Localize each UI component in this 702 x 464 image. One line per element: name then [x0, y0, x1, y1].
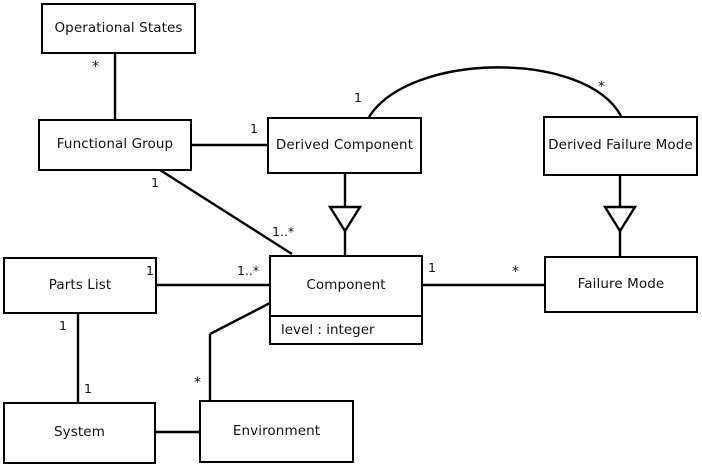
class-name-operational-states: Operational States: [54, 19, 183, 36]
multiplicity-operational-states-functional-group: *: [92, 59, 99, 75]
multiplicity-system-top: 1: [84, 381, 92, 396]
multiplicity-derived-failure-mode-arc: *: [598, 79, 605, 95]
multiplicity-parts-list-right: 1: [146, 263, 154, 278]
class-component[interactable]: Component level : integer: [269, 255, 423, 345]
class-system[interactable]: System: [3, 402, 156, 464]
class-functional-group[interactable]: Functional Group: [38, 119, 192, 171]
class-environment[interactable]: Environment: [199, 400, 354, 463]
multiplicity-functional-group-derived-component: 1: [250, 121, 258, 136]
class-name-component: Component: [306, 277, 386, 294]
class-attribute-component-level: level : integer: [271, 315, 421, 343]
class-name-parts-list: Parts List: [48, 276, 112, 293]
multiplicity-component-left: 1..*: [237, 263, 260, 278]
multiplicity-parts-list-bottom: 1: [59, 318, 67, 333]
class-name-functional-group: Functional Group: [56, 136, 174, 153]
class-name-environment: Environment: [232, 422, 321, 439]
edge-environment-component-diagonal: [209, 301, 271, 336]
class-operational-states[interactable]: Operational States: [41, 3, 196, 54]
multiplicity-environment-component: *: [194, 375, 201, 391]
class-name-derived-failure-mode: Derived Failure Mode: [548, 137, 693, 154]
multiplicity-functional-group-component: 1: [151, 175, 159, 190]
generalization-triangle-failure-mode: [602, 205, 638, 234]
multiplicity-component-functional-group: 1..*: [272, 224, 295, 239]
generalization-triangle-component: [327, 205, 363, 234]
multiplicity-component-right: 1: [428, 260, 436, 275]
edge-functional-group-component: [159, 168, 293, 256]
multiplicity-failure-mode-left: *: [512, 264, 519, 280]
class-derived-component[interactable]: Derived Component: [267, 117, 422, 174]
class-parts-list[interactable]: Parts List: [3, 257, 157, 314]
class-name-failure-mode: Failure Mode: [577, 275, 665, 292]
edge-derived-component-derived-failure-mode: [367, 66, 623, 118]
class-name-derived-component: Derived Component: [275, 136, 414, 153]
multiplicity-derived-component-arc: 1: [354, 90, 362, 105]
class-name-system: System: [54, 424, 105, 441]
class-derived-failure-mode[interactable]: Derived Failure Mode: [543, 116, 698, 176]
class-failure-mode[interactable]: Failure Mode: [544, 256, 698, 313]
